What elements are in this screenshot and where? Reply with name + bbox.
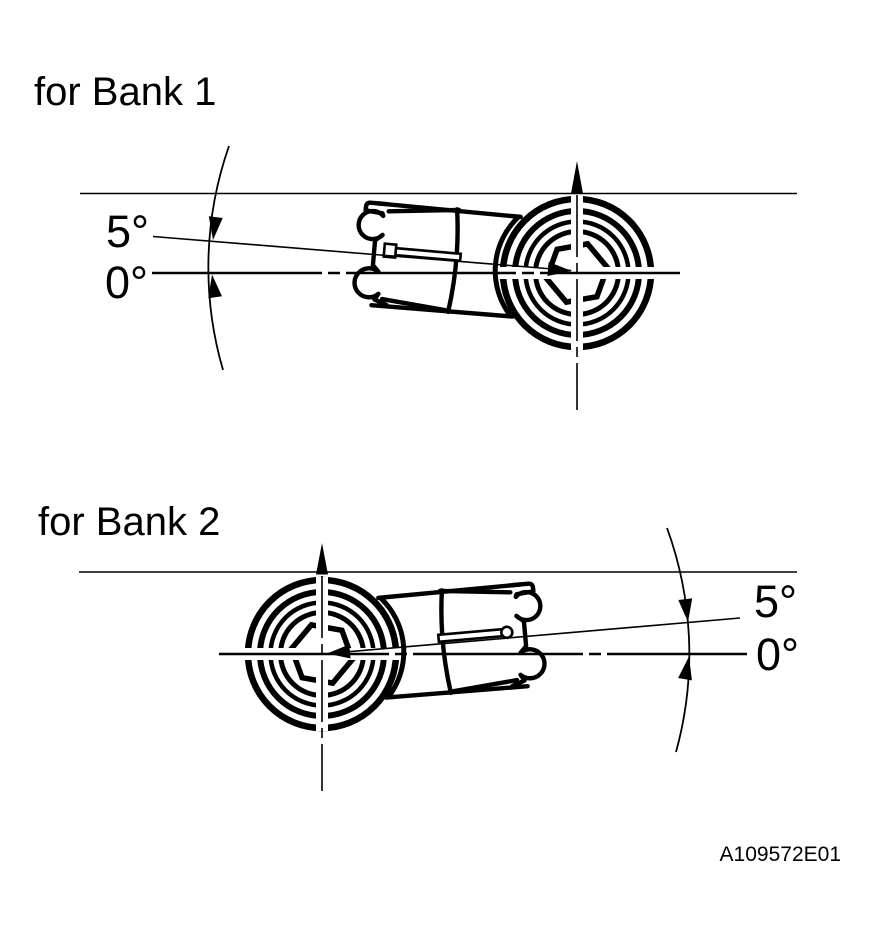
bank1-diagram: for Bank 1 — [34, 70, 797, 410]
bank1-connector-clips — [352, 200, 389, 308]
bank1-connector-bevel-bottom — [379, 296, 448, 313]
bank2-connector-bevel-top — [437, 588, 513, 595]
bank2-connector — [376, 581, 547, 700]
bank1-arc-arrow-upper-icon — [208, 216, 223, 240]
bank2-terminal-end — [500, 625, 514, 640]
figure-code: A109572E01 — [720, 843, 841, 866]
bank2-diagram: for Bank 2 — [38, 500, 799, 791]
bank2-up-arrow-icon — [316, 543, 328, 575]
bank2-angle-lower-label: 0° — [756, 629, 799, 680]
bank2-arc-arrow-upper-icon — [678, 598, 693, 622]
bank2-connector-clips — [510, 581, 547, 689]
bank2-angle-arc — [666, 527, 691, 753]
bank1-up-arrow-icon — [571, 161, 583, 194]
bank2-five-degree-line — [327, 617, 741, 655]
bank2-five-degree-arrow-icon — [327, 644, 351, 659]
bank1-angle-upper-label: 5° — [106, 206, 149, 257]
bank2-flange-arc — [378, 595, 407, 699]
bank1-angle-arc — [207, 145, 230, 371]
bank1-five-degree-line — [152, 235, 572, 272]
bank2-angle-upper-label: 5° — [754, 576, 797, 627]
bank1-title: for Bank 1 — [34, 70, 216, 114]
bank2-connector-bevel-bottom — [451, 677, 520, 694]
bank1-terminal-end — [382, 242, 398, 260]
bank2-title: for Bank 2 — [38, 500, 220, 544]
bank2-arc-arrow-lower-icon — [678, 656, 692, 681]
bank1-connector — [352, 200, 523, 319]
bank1-arc-arrow-lower-icon — [208, 274, 222, 299]
bank1-connector-bevel-top — [386, 207, 462, 214]
bank1-five-degree-arrow-icon — [547, 262, 572, 276]
bank1-angle-lower-label: 0° — [105, 257, 148, 308]
